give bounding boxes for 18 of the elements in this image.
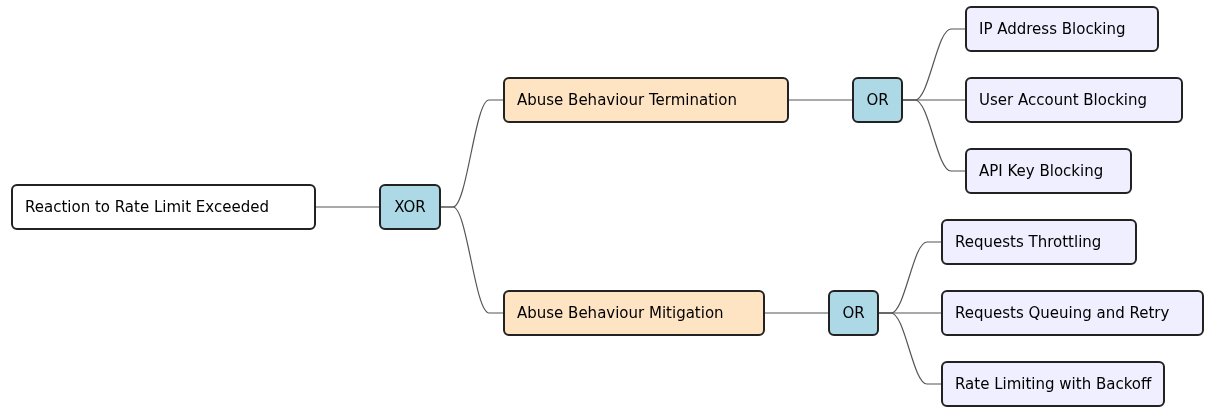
connector-line <box>440 206 504 314</box>
leaf-box: IP Address Blocking <box>965 6 1159 52</box>
leaf-box: Rate Limiting with Backoff <box>941 361 1165 407</box>
root-box: Reaction to Rate Limit Exceeded <box>11 184 316 230</box>
operator-box: OR <box>828 290 879 336</box>
connector-line <box>788 99 853 101</box>
connector-line <box>764 312 829 314</box>
category-box: Abuse Behaviour Mitigation <box>503 290 765 336</box>
leaf-box: API Key Blocking <box>965 148 1132 194</box>
operator-box: XOR <box>379 184 441 230</box>
connector-line <box>315 206 380 208</box>
category-box: Abuse Behaviour Termination <box>503 77 789 123</box>
leaf-box: Requests Queuing and Retry <box>941 290 1204 336</box>
leaf-box: Requests Throttling <box>941 219 1137 265</box>
connector-line <box>878 312 942 385</box>
connector-line <box>902 99 966 172</box>
operator-box: OR <box>852 77 903 123</box>
leaf-box: User Account Blocking <box>965 77 1183 123</box>
